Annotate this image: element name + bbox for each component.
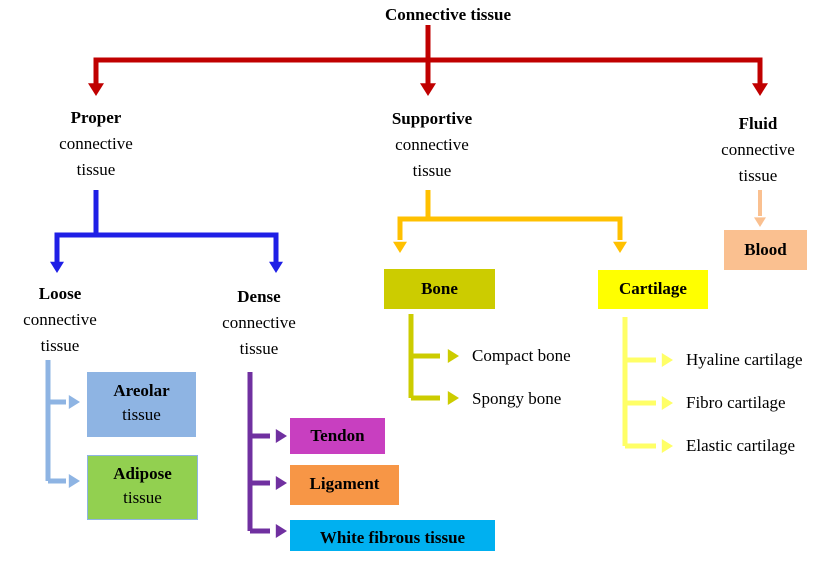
tendon-title: Tendon <box>310 426 365 445</box>
bone-title: Bone <box>421 279 458 298</box>
supportive-bar-line <box>397 216 623 240</box>
white-fibrous-title: White fibrous tissue <box>319 528 466 547</box>
supportive-connective-tissue-node: Supportive connective tissue <box>370 106 494 184</box>
root-node: Connective tissue <box>340 2 556 28</box>
adipose-subtitle: tissue <box>123 488 162 507</box>
arrow-to-compact-bone-icon <box>447 349 459 363</box>
cartilage-box: Cartilage <box>598 270 708 309</box>
areolar-subtitle: tissue <box>122 405 161 424</box>
loose-title: Loose <box>38 284 82 303</box>
loose-subtitle-2: tissue <box>40 336 80 355</box>
dense-subtitle-1: connective <box>222 313 296 332</box>
arrow-to-blood-icon <box>754 217 766 227</box>
arrow-to-fluid-icon <box>752 83 768 96</box>
arrow-to-ligament-icon <box>275 476 287 490</box>
arrow-to-proper-icon <box>88 83 104 96</box>
arrow-to-dense-icon <box>269 261 283 273</box>
arrow-to-fibro-cartilage-icon <box>661 396 673 410</box>
arrow-to-white-fibrous-icon <box>275 524 287 538</box>
fluid-title: Fluid <box>738 114 778 133</box>
fluid-connective-tissue-node: Fluid connective tissue <box>698 111 818 189</box>
cartilage-title: Cartilage <box>619 279 687 298</box>
proper-subtitle-2: tissue <box>76 160 116 179</box>
adipose-tissue-box: Adipose tissue <box>87 455 198 520</box>
arrow-to-tendon-icon <box>275 429 287 443</box>
arrow-to-spongy-bone-icon <box>447 391 459 405</box>
compact-bone-label: Compact bone <box>472 346 571 365</box>
adipose-title: Adipose <box>113 464 172 483</box>
white-fibrous-tissue-box: White fibrous tissue <box>290 520 495 551</box>
arrow-to-areolar-icon <box>68 395 80 409</box>
blood-title: Blood <box>744 240 787 259</box>
supportive-subtitle-2: tissue <box>412 161 452 180</box>
fluid-subtitle-2: tissue <box>738 166 778 185</box>
fibro-cartilage-label: Fibro cartilage <box>686 393 786 412</box>
areolar-title: Areolar <box>113 381 170 400</box>
dense-subtitle-2: tissue <box>239 339 279 358</box>
arrow-to-elastic-cartilage-icon <box>661 439 673 453</box>
supportive-title: Supportive <box>391 109 473 128</box>
loose-connective-tissue-node: Loose connective tissue <box>0 281 120 359</box>
supportive-subtitle-1: connective <box>395 135 469 154</box>
dense-title: Dense <box>237 287 281 306</box>
arrow-to-hyaline-cartilage-icon <box>661 353 673 367</box>
ligament-box: Ligament <box>290 465 399 505</box>
root-bar-line <box>93 57 763 88</box>
proper-connective-tissue-node: Proper connective tissue <box>36 105 156 183</box>
proper-subtitle-1: connective <box>59 134 133 153</box>
dense-connective-tissue-node: Dense connective tissue <box>199 284 319 362</box>
elastic-cartilage-label: Elastic cartilage <box>686 436 796 455</box>
ligament-title: Ligament <box>309 474 380 493</box>
bone-box: Bone <box>384 269 495 309</box>
hyaline-cartilage-label: Hyaline cartilage <box>686 350 803 369</box>
tendon-box: Tendon <box>290 418 385 454</box>
areolar-tissue-box: Areolar tissue <box>87 372 196 437</box>
fluid-subtitle-1: connective <box>721 140 795 159</box>
proper-bar-line <box>54 232 279 262</box>
proper-title: Proper <box>70 108 122 127</box>
arrow-to-bone-icon <box>393 241 407 253</box>
root-title: Connective tissue <box>384 5 512 24</box>
blood-box: Blood <box>724 230 807 270</box>
spongy-bone-label: Spongy bone <box>472 389 562 408</box>
arrow-to-supportive-icon <box>420 83 436 96</box>
arrow-to-loose-icon <box>50 261 64 273</box>
loose-subtitle-1: connective <box>23 310 97 329</box>
arrow-to-adipose-icon <box>68 474 80 488</box>
arrow-to-cartilage-icon <box>613 241 627 253</box>
